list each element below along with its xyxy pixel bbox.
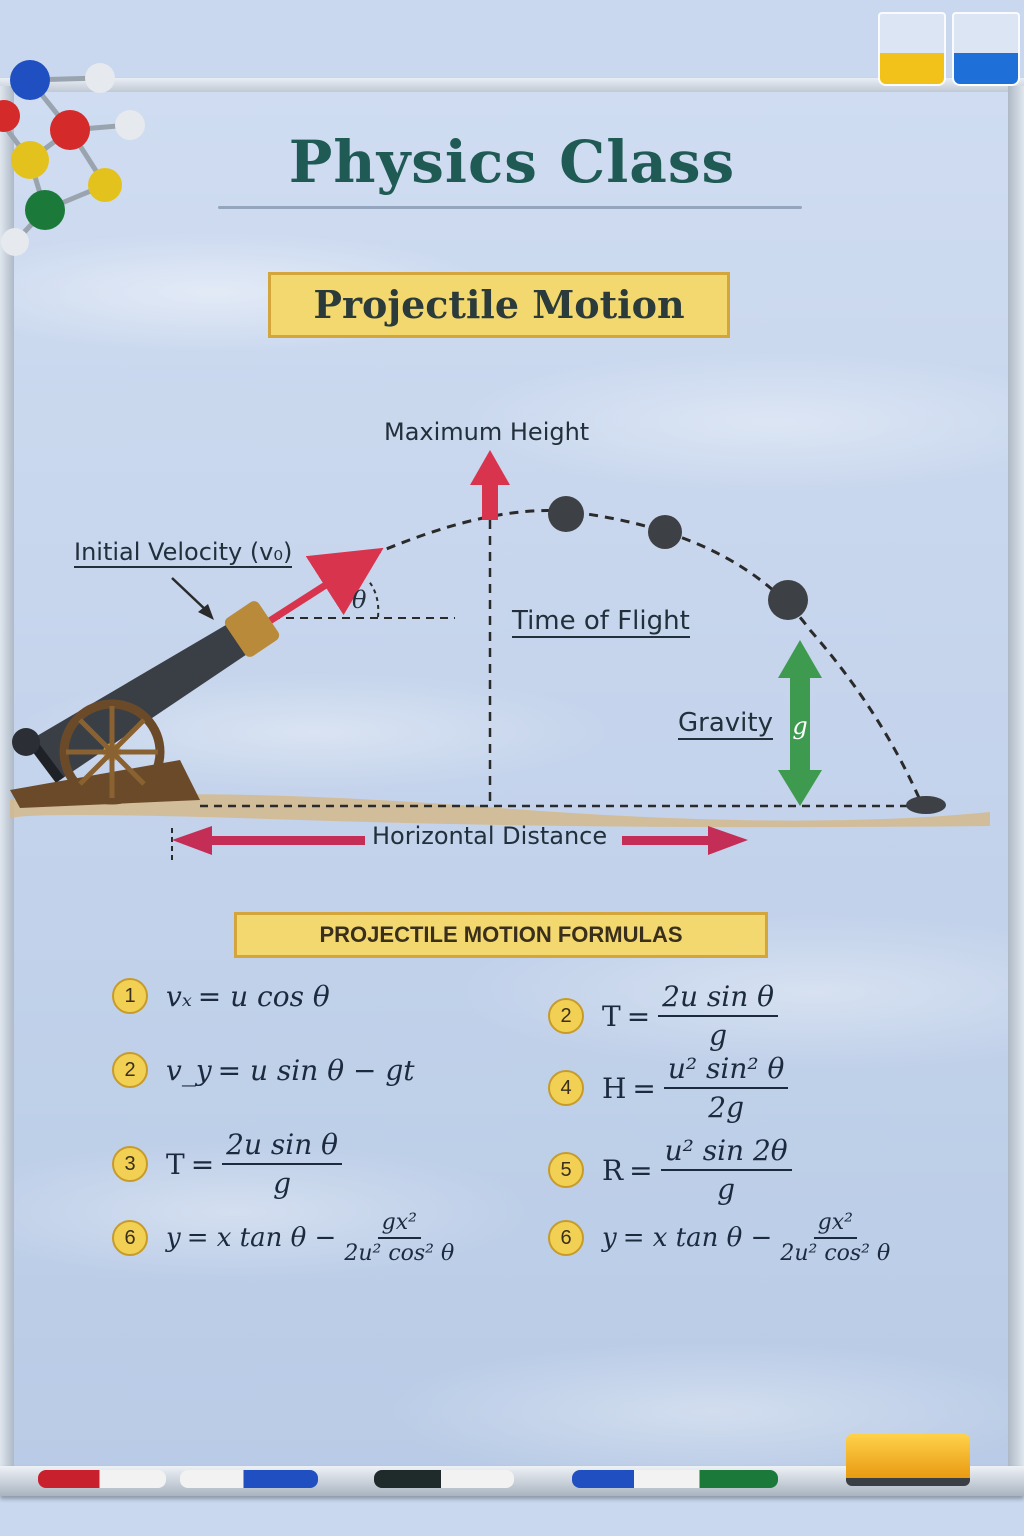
formula-denominator: 2g [708, 1091, 745, 1124]
formula-lhs: T [602, 999, 621, 1033]
angle-arc [367, 579, 380, 618]
formula-rhs: = x tan θ − [186, 1223, 337, 1253]
time-of-flight-label: Time of Flight [512, 606, 690, 638]
cannon [10, 601, 280, 808]
velocity-arrow [266, 547, 384, 625]
formula-lhs: y [602, 1223, 617, 1253]
cannon-ball-landed [906, 796, 946, 814]
formula-denominator: g [709, 1019, 728, 1052]
subtitle-banner: Projectile Motion [268, 272, 730, 338]
angle-label: θ [352, 586, 367, 614]
board-right-frame [1008, 86, 1024, 1486]
formula-number: 4 [548, 1070, 584, 1106]
formula-number: 5 [548, 1152, 584, 1188]
projectile-diagram [9, 450, 990, 862]
title-underline [218, 206, 802, 209]
formula-number: 1 [112, 978, 148, 1014]
formula-lhs: vₓ [166, 979, 192, 1013]
board-top-frame [0, 78, 1024, 94]
distance-arrow-right [622, 826, 748, 855]
maximum-height-label: Maximum Height [384, 418, 590, 446]
formula-denominator: g [273, 1167, 292, 1200]
formula-rhs: = x tan θ − [622, 1223, 773, 1253]
max-height-arrow [470, 450, 510, 520]
cannon-ball [648, 515, 682, 549]
formula-lhs: T [166, 1147, 185, 1181]
formula-number: 6 [548, 1220, 584, 1256]
formula-lhs: R [602, 1153, 624, 1187]
formula-number: 2 [548, 998, 584, 1034]
molecule-model-icon [0, 60, 145, 256]
formula-numerator: u² sin² θ [663, 1052, 789, 1089]
formula-lhs: v_y [166, 1053, 212, 1087]
horizontal-distance-label: Horizontal Distance [372, 822, 608, 850]
green-marker-icon[interactable] [572, 1470, 778, 1488]
formula-velocity-x: 1 vₓ = u cos θ [112, 978, 330, 1014]
formula-numerator: gx² [377, 1210, 421, 1239]
formula-number: 2 [112, 1052, 148, 1088]
formulas-heading: PROJECTILE MOTION FORMULAS [234, 912, 768, 958]
cannon-ball [768, 580, 808, 620]
yellow-beaker-icon [878, 12, 946, 86]
gravity-symbol: g [792, 712, 808, 740]
distance-arrow-left [172, 826, 365, 855]
gravity-arrow [778, 640, 822, 806]
red-marker-icon[interactable] [38, 1470, 166, 1488]
formula-lhs: y [166, 1223, 181, 1253]
initial-velocity-label: Initial Velocity (v₀) [74, 538, 293, 568]
formula-numerator: u² sin 2θ [660, 1134, 792, 1171]
ground [9, 794, 990, 828]
formula-rhs: = u cos θ [197, 979, 330, 1013]
velocity-label-pointer [171, 577, 209, 613]
formula-denominator: 2u² cos² θ [780, 1241, 891, 1266]
formula-lhs: H [602, 1071, 627, 1105]
gravity-label: Gravity [678, 708, 773, 740]
formula-number: 3 [112, 1146, 148, 1182]
formula-velocity-y: 2 v_y = u sin θ − gt [112, 1052, 415, 1088]
formula-numerator: 2u sin θ [658, 980, 779, 1017]
board-left-frame [0, 86, 14, 1486]
formula-denominator: g [717, 1173, 736, 1206]
cannon-ball [548, 496, 584, 532]
black-marker-icon[interactable] [374, 1470, 514, 1488]
eraser-icon[interactable] [846, 1434, 970, 1486]
formula-denominator: 2u² cos² θ [344, 1241, 455, 1266]
trajectory-path [371, 509, 922, 801]
page-title: Physics Class [288, 128, 736, 196]
formula-numerator: 2u sin θ [222, 1128, 343, 1165]
formula-rhs: = u sin θ − gt [217, 1053, 415, 1087]
blue-beaker-icon [952, 12, 1020, 86]
blue-marker-icon[interactable] [180, 1470, 318, 1488]
formula-number: 6 [112, 1220, 148, 1256]
formula-numerator: gx² [813, 1210, 857, 1239]
